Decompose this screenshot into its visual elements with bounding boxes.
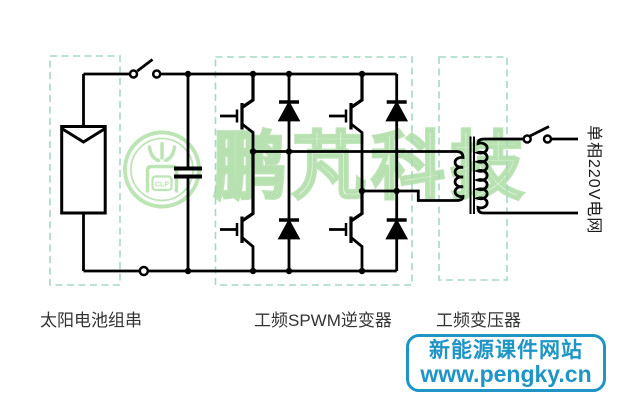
dc-switch-symbol (128, 58, 162, 79)
solar-chevron-icon (60, 127, 106, 144)
solar-battery-symbol (60, 125, 107, 215)
igbt-q1-symbol (220, 74, 255, 152)
site-name: 新能源课件网站 (429, 338, 583, 362)
igbt-q2-symbol (329, 74, 364, 191)
label-solar-array: 太阳电池组串 (40, 311, 142, 330)
capacitor-symbol (174, 74, 202, 271)
junction-dots (184, 70, 400, 275)
dashed-boxes (49, 55, 508, 286)
diode-d2-symbol (385, 74, 409, 191)
igbt-q4-symbol (329, 191, 364, 271)
site-badge: 新能源课件网站 www.pengky.cn (406, 334, 606, 392)
wire-solar-top (82, 72, 130, 127)
wire-solar-bottom (82, 213, 140, 273)
transformer-secondary-winding (473, 137, 578, 215)
inverter-box (214, 56, 413, 286)
label-spwm-inverter: 工频SPWM逆变器 (254, 311, 392, 330)
igbt-q3-symbol (220, 151, 255, 271)
solar-array-box (49, 55, 121, 286)
diode-d4-symbol (385, 191, 409, 271)
label-transformer: 工频变压器 (436, 311, 521, 330)
logo-clp-text: CLP (155, 182, 169, 189)
transformer-box (438, 56, 508, 281)
site-url: www.pengky.cn (420, 360, 592, 387)
transformer-core (469, 136, 475, 214)
diode-d1-symbol (277, 74, 301, 152)
diode-d3-symbol (277, 151, 301, 271)
transformer-primary-winding (253, 150, 465, 202)
dc-terminal-circle (138, 265, 150, 277)
label-ac-grid: 单相220V电网 (585, 125, 602, 235)
ac-switch-symbol (522, 125, 578, 144)
